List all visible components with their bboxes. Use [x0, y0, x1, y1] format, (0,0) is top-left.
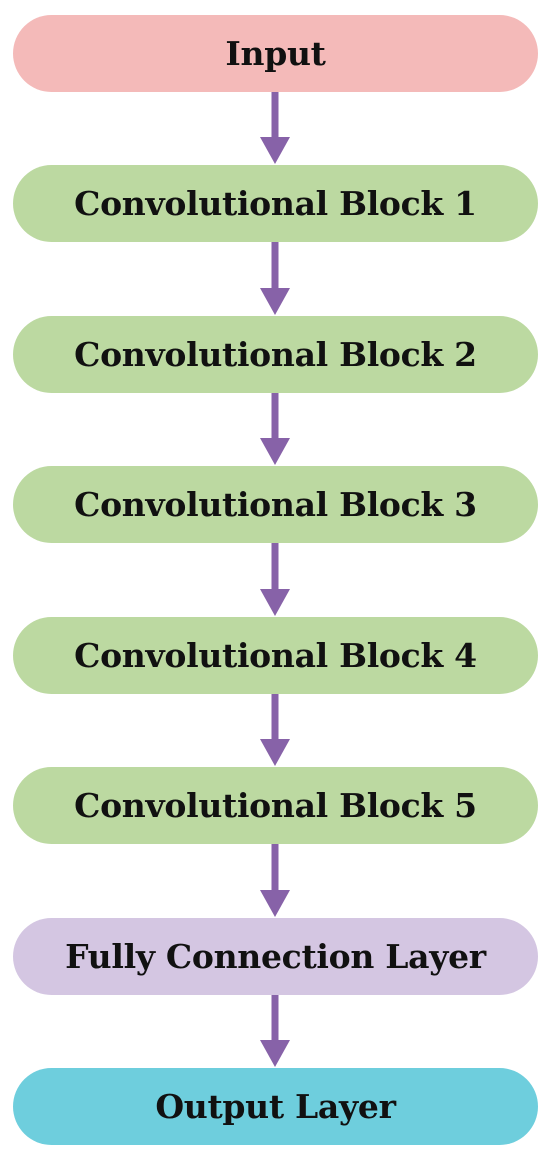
- arrow-head: [260, 137, 290, 164]
- arrow-head: [260, 438, 290, 465]
- node-fully-connection-layer-label: Fully Connection Layer: [65, 937, 486, 976]
- node-input-label: Input: [225, 34, 326, 73]
- node-convolutional-block-2: Convolutional Block 2: [13, 316, 538, 393]
- node-convolutional-block-1: Convolutional Block 1: [13, 165, 538, 242]
- arrow-conv5-to-fc: [260, 844, 290, 917]
- node-convolutional-block-4-label: Convolutional Block 4: [74, 636, 477, 675]
- node-convolutional-block-3: Convolutional Block 3: [13, 466, 538, 543]
- arrow-input-to-conv1: [260, 92, 290, 164]
- node-input: Input: [13, 15, 538, 92]
- node-convolutional-block-5-label: Convolutional Block 5: [74, 786, 477, 825]
- node-convolutional-block-5: Convolutional Block 5: [13, 767, 538, 844]
- arrow-fc-to-output: [260, 995, 290, 1067]
- node-convolutional-block-3-label: Convolutional Block 3: [74, 485, 477, 524]
- arrow-head: [260, 739, 290, 766]
- node-convolutional-block-1-label: Convolutional Block 1: [74, 184, 477, 223]
- arrow-conv2-to-conv3: [260, 393, 290, 465]
- arrow-conv3-to-conv4: [260, 543, 290, 616]
- node-output-layer: Output Layer: [13, 1068, 538, 1145]
- node-fully-connection-layer: Fully Connection Layer: [13, 918, 538, 995]
- arrow-conv4-to-conv5: [260, 694, 290, 766]
- arrow-conv1-to-conv2: [260, 242, 290, 315]
- arrow-head: [260, 288, 290, 315]
- arrow-head: [260, 890, 290, 917]
- arrow-head: [260, 589, 290, 616]
- node-convolutional-block-4: Convolutional Block 4: [13, 617, 538, 694]
- node-output-layer-label: Output Layer: [155, 1087, 396, 1126]
- node-convolutional-block-2-label: Convolutional Block 2: [74, 335, 477, 374]
- arrow-head: [260, 1040, 290, 1067]
